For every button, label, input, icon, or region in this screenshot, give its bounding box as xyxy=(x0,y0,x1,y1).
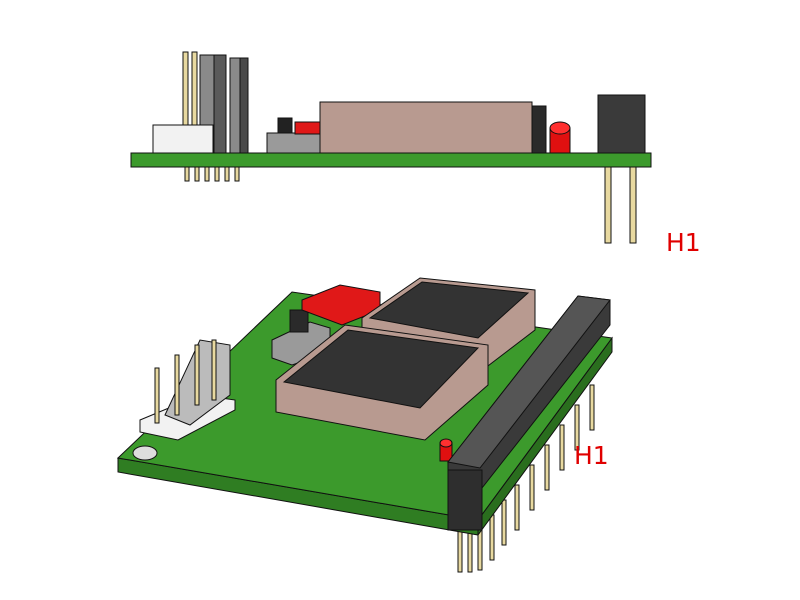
iso-h1-label: H1 xyxy=(574,441,609,470)
iso-switch xyxy=(271,284,381,366)
mounting-hole xyxy=(132,445,158,461)
side-pcb xyxy=(130,152,652,168)
iso-chip-lower xyxy=(275,324,489,441)
iso-view xyxy=(116,277,613,573)
side-view xyxy=(130,51,652,244)
iso-h1-header xyxy=(447,295,611,531)
side-switch xyxy=(266,117,321,154)
side-h1-label: H1 xyxy=(666,228,701,257)
side-chip xyxy=(319,101,547,154)
side-led xyxy=(549,121,571,154)
side-h1-header xyxy=(597,94,646,244)
iso-led xyxy=(439,438,453,462)
iso-connector xyxy=(139,339,236,441)
